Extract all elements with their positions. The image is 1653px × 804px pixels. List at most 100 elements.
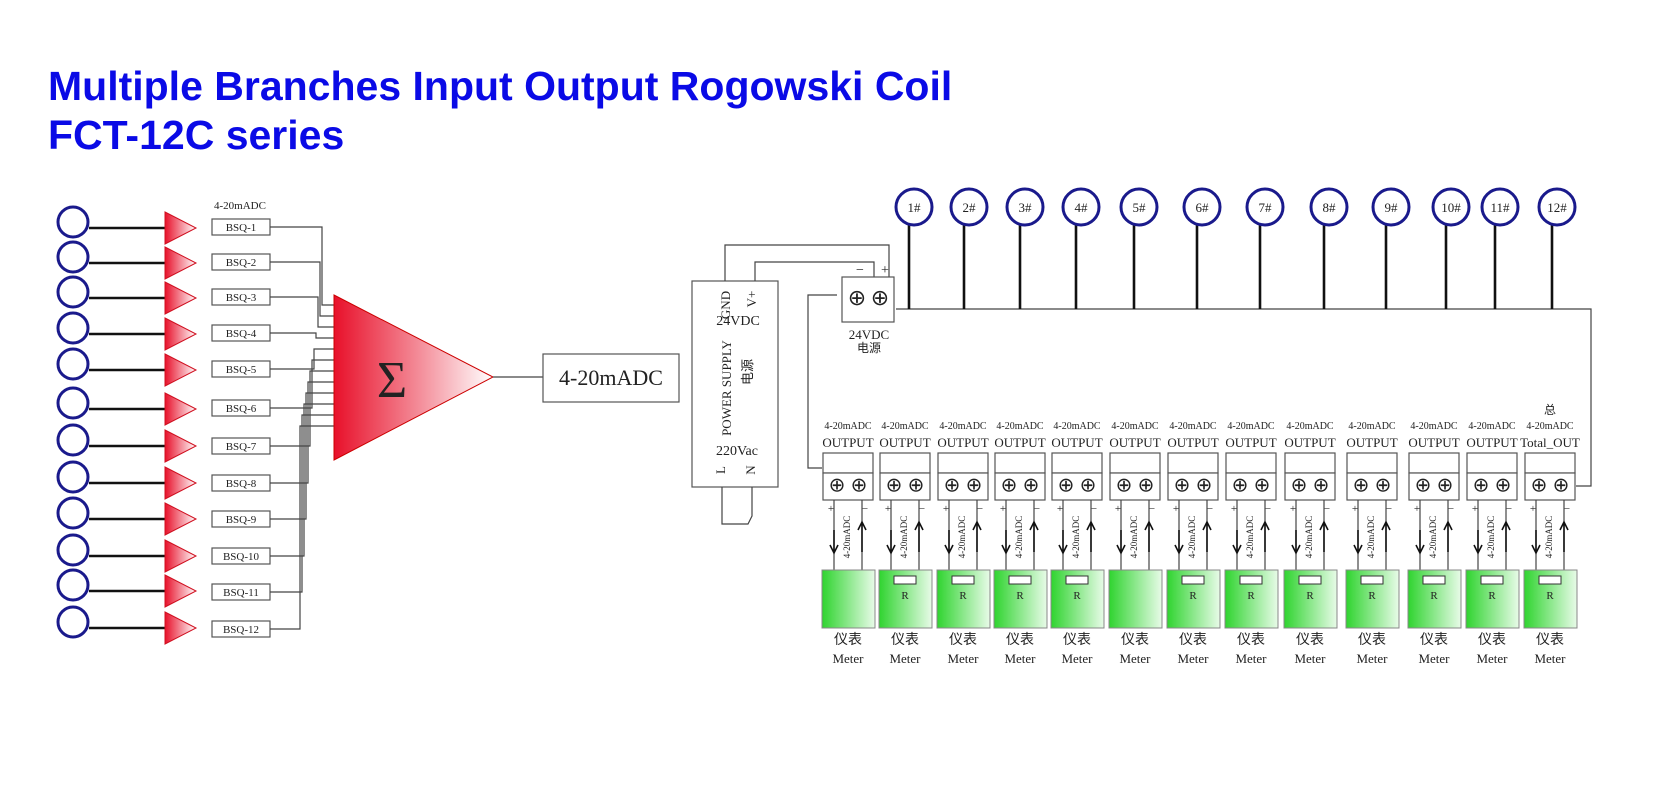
output-current-label: 4-20mADC bbox=[939, 421, 987, 432]
rogowski-coil-icon bbox=[56, 275, 90, 309]
rogowski-coil-icon bbox=[1005, 187, 1045, 227]
input-channel-10: BSQ-10 bbox=[56, 403, 334, 573]
polarity-minus: − bbox=[1448, 503, 1454, 515]
rogowski-coil-icon bbox=[56, 240, 90, 274]
output-label-frame bbox=[994, 452, 1046, 474]
coil-label: 1# bbox=[908, 200, 922, 215]
output-label: OUTPUT bbox=[1466, 435, 1517, 450]
multi-channel-module: − + ⊕ ⊕ 24VDC 电源 1#2#3#4#5#6#7#8#9#10#11… bbox=[807, 187, 1592, 666]
rogowski-coil-icon bbox=[56, 568, 90, 602]
terminal-screw-plus: ⊕ bbox=[1473, 475, 1490, 497]
output-terminal bbox=[1408, 472, 1460, 501]
polarity-plus: + bbox=[828, 503, 834, 515]
terminal-screw-plus: ⊕ bbox=[1415, 475, 1432, 497]
meter-label: Meter bbox=[1534, 651, 1566, 666]
meter-label: Meter bbox=[832, 651, 864, 666]
sum-input-wire bbox=[270, 226, 334, 306]
polarity-plus: + bbox=[1352, 503, 1358, 515]
rogowski-coil-icon bbox=[1480, 187, 1520, 227]
vertical-current-label: 4-20mADC bbox=[1486, 516, 1496, 559]
meter-cn-label: 仪表 bbox=[1237, 632, 1265, 648]
current-down-arrow bbox=[886, 530, 896, 555]
polarity-plus: + bbox=[1115, 503, 1121, 515]
input-channel-6: BSQ-6 bbox=[56, 359, 334, 426]
power-terminal bbox=[841, 276, 895, 323]
resistor bbox=[1181, 575, 1205, 585]
current-up-arrow bbox=[1202, 520, 1212, 552]
power-supply-box bbox=[691, 280, 779, 488]
output-label-frame bbox=[1524, 452, 1576, 474]
meter-label: Meter bbox=[1004, 651, 1036, 666]
terminal-screw-right: ⊕ bbox=[871, 285, 889, 310]
coil-label: 3# bbox=[1019, 200, 1033, 215]
output-terminal bbox=[1284, 472, 1336, 501]
coil-label: 4# bbox=[1075, 200, 1089, 215]
resistor-label: R bbox=[901, 590, 909, 602]
polarity-plus: + bbox=[1472, 503, 1478, 515]
vertical-current-label: 4-20mADC bbox=[899, 516, 909, 559]
rogowski-coil-icon bbox=[949, 187, 989, 227]
rogowski-coil-icon bbox=[1371, 187, 1411, 227]
resistor bbox=[1008, 575, 1032, 585]
coil-3: 3# bbox=[1005, 187, 1045, 309]
current-up-arrow bbox=[1443, 520, 1453, 552]
current-down-arrow bbox=[1291, 530, 1301, 555]
current-up-arrow bbox=[1260, 520, 1270, 552]
meter-label: Meter bbox=[1061, 651, 1093, 666]
current-down-arrow bbox=[1232, 530, 1242, 555]
current-down-arrow bbox=[1001, 530, 1011, 555]
coil-label: 5# bbox=[1133, 200, 1147, 215]
input-summing-section: 4-20mADC BSQ-1BSQ-2BSQ-3BSQ-4BSQ-5BSQ-6B… bbox=[56, 200, 680, 645]
psu-l-label: L bbox=[713, 466, 728, 474]
terminal-screw-minus: ⊕ bbox=[966, 475, 983, 497]
output-terminal bbox=[1051, 472, 1103, 501]
output-terminal bbox=[994, 472, 1046, 501]
vertical-current-label: 4-20mADC bbox=[1245, 516, 1255, 559]
meter-cn-label: 仪表 bbox=[1536, 632, 1564, 648]
rogowski-coil-icon bbox=[1061, 187, 1101, 227]
sensor-label: BSQ-10 bbox=[223, 551, 260, 563]
terminal-screw-plus: ⊕ bbox=[1291, 475, 1308, 497]
title-line-1: Multiple Branches Input Output Rogowski … bbox=[48, 63, 953, 109]
resistor bbox=[1538, 575, 1562, 585]
output-terminal bbox=[1167, 472, 1219, 501]
current-up-arrow bbox=[1144, 520, 1154, 552]
sigma-symbol: Σ bbox=[377, 352, 407, 409]
input-channel-7: BSQ-7 bbox=[56, 370, 334, 463]
rogowski-coil-icon bbox=[56, 311, 90, 345]
coil-label: 6# bbox=[1196, 200, 1210, 215]
amplifier-triangle bbox=[164, 611, 198, 645]
meter-label: Meter bbox=[1235, 651, 1267, 666]
polarity-minus: − bbox=[1506, 503, 1512, 515]
output-label-frame bbox=[1051, 452, 1103, 474]
coil-2: 2# bbox=[949, 187, 989, 309]
output-label-frame bbox=[937, 452, 989, 474]
terminal-screw-plus: ⊕ bbox=[1531, 475, 1548, 497]
polarity-minus: − bbox=[862, 503, 868, 515]
resistor bbox=[1360, 575, 1384, 585]
coil-label: 9# bbox=[1385, 200, 1399, 215]
amplifier-triangle bbox=[164, 502, 198, 536]
terminal-screw-minus: ⊕ bbox=[1495, 475, 1512, 497]
coil-label: 11# bbox=[1490, 200, 1510, 215]
output-terminal bbox=[879, 472, 931, 501]
output-label: OUTPUT bbox=[1225, 435, 1276, 450]
psu-vplus-label: V+ bbox=[744, 291, 759, 308]
coil-6: 6# bbox=[1182, 187, 1222, 309]
vertical-current-label: 4-20mADC bbox=[1129, 516, 1139, 559]
vertical-current-label: 4-20mADC bbox=[1014, 516, 1024, 559]
amplifier-triangle bbox=[164, 539, 198, 573]
resistor bbox=[1480, 575, 1504, 585]
output-current-label: 4-20mADC bbox=[1111, 421, 1159, 432]
input-channel-9: BSQ-9 bbox=[56, 392, 334, 536]
rogowski-coil-icon bbox=[1537, 187, 1577, 227]
terminal-screw-plus: ⊕ bbox=[1058, 475, 1075, 497]
terminal-screw-plus: ⊕ bbox=[886, 475, 903, 497]
meter-cn-label: 仪表 bbox=[891, 632, 919, 648]
coil-10: 10# bbox=[1431, 187, 1471, 309]
rogowski-coil-icon bbox=[1182, 187, 1222, 227]
output-label-frame bbox=[1408, 452, 1460, 474]
sum-input-wire bbox=[270, 381, 334, 484]
output-label-frame bbox=[879, 452, 931, 474]
